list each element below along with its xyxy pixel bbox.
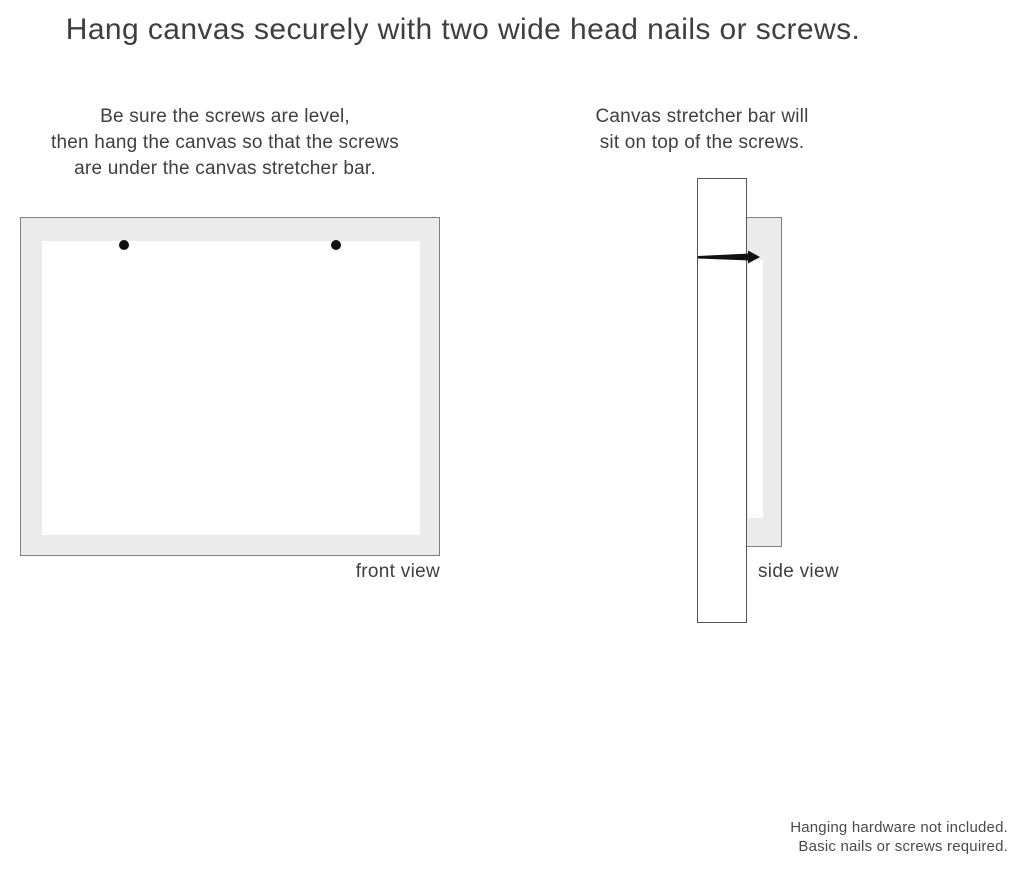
instruction-line: Be sure the screws are level, (100, 106, 350, 127)
screw-dot-right-icon (331, 240, 341, 250)
front-view-diagram (20, 217, 440, 556)
canvas-side-hollow-area (748, 260, 763, 518)
instruction-line: then hang the canvas so that the screws (51, 132, 399, 153)
disclaimer-line: Basic nails or screws required. (798, 838, 1008, 855)
front-view-instruction: Be sure the screws are level, then hang … (17, 104, 433, 182)
page-title: Hang canvas securely with two wide head … (65, 13, 861, 46)
canvas-side-stretcher-bar (746, 217, 782, 547)
canvas-front-inner-area (42, 241, 420, 535)
instruction-line: Canvas stretcher bar will (595, 106, 809, 127)
instruction-line: sit on top of the screws. (599, 132, 805, 153)
wall-bar (697, 178, 747, 623)
instruction-line: are under the canvas stretcher bar. (74, 158, 376, 179)
side-view-instruction: Canvas stretcher bar will sit on top of … (576, 104, 828, 156)
disclaimer-line: Hanging hardware not included. (790, 819, 1008, 836)
side-view-label: side view (758, 561, 839, 582)
front-view-label: front view (355, 561, 440, 582)
screw-dot-left-icon (119, 240, 129, 250)
hardware-disclaimer: Hanging hardware not included. Basic nai… (790, 818, 1008, 856)
nail-icon (698, 250, 760, 264)
